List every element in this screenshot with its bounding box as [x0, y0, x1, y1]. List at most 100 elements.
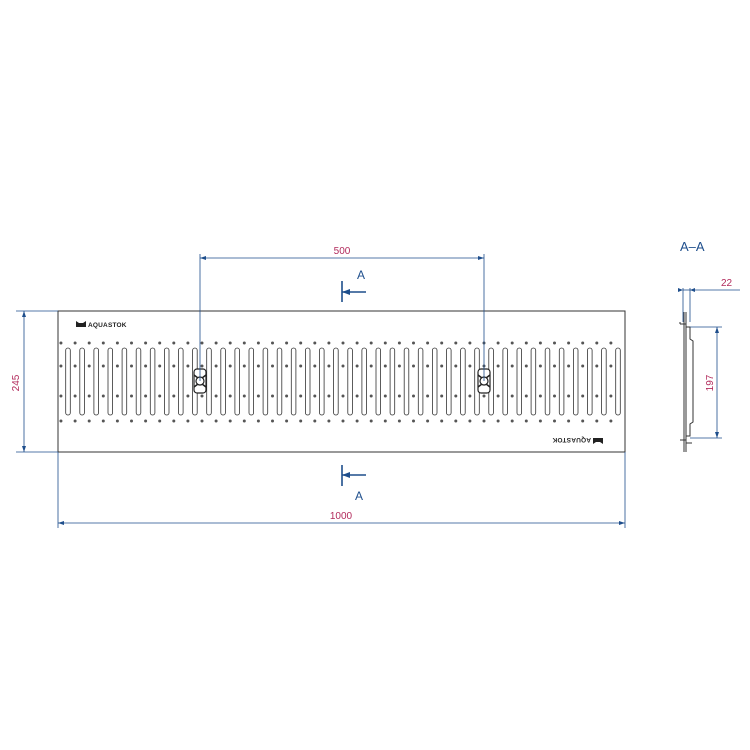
grate-hole — [581, 341, 585, 345]
grate-hole — [186, 341, 190, 345]
grate-slot — [417, 347, 424, 416]
grate-hole — [242, 364, 246, 368]
grate-hole — [553, 394, 556, 398]
grate-hole — [214, 419, 218, 423]
logo-mark-icon — [76, 321, 86, 327]
grate-slot — [601, 347, 607, 416]
grate-hole — [87, 419, 91, 423]
grate-hole — [454, 394, 458, 398]
grate-hole — [271, 341, 274, 345]
grate-hole — [538, 419, 542, 423]
grate-slot — [65, 347, 71, 416]
grate-hole — [538, 341, 542, 345]
grate-hole — [200, 364, 204, 368]
grate-hole — [383, 394, 387, 398]
grate-hole — [496, 364, 500, 368]
grate-hole — [595, 364, 599, 368]
grate-hole — [468, 419, 472, 423]
grate-hole — [115, 419, 119, 423]
grate-hole — [313, 394, 317, 398]
logo-text-top: AQUASTOK — [88, 322, 127, 329]
grate-hole — [412, 394, 415, 398]
grate-slot — [403, 347, 410, 416]
grate-hole — [510, 394, 514, 398]
grate-hole — [158, 394, 162, 398]
section-marker-top-label: A — [357, 268, 365, 282]
grate-hole — [242, 341, 246, 345]
grate-hole — [228, 364, 232, 368]
dimension-flange — [678, 288, 740, 322]
grate-slot — [220, 347, 226, 416]
grate-hole — [214, 394, 218, 398]
grate-hole — [496, 419, 500, 423]
grate-slot — [107, 347, 113, 416]
grate-hole — [242, 419, 246, 423]
grate-hole — [101, 394, 105, 398]
grate-slot — [304, 347, 311, 416]
grate-hole — [327, 364, 331, 368]
grate-hole — [426, 394, 430, 398]
grate-hole — [313, 419, 317, 423]
grate-hole — [228, 341, 232, 345]
grate-hole — [369, 364, 373, 368]
grate-slot — [121, 347, 128, 416]
grate-hole — [130, 364, 133, 368]
grate-hole — [538, 394, 542, 398]
grate-hole — [200, 419, 204, 423]
grate-hole — [355, 364, 359, 368]
grate-hole — [59, 394, 63, 398]
grate-hole — [228, 394, 232, 398]
section-marker-bottom — [341, 465, 366, 486]
grate-hole — [172, 419, 176, 423]
grate-slot — [333, 347, 339, 416]
grate-hole — [256, 419, 260, 423]
grate-slot — [558, 347, 565, 416]
grate-slot — [516, 347, 522, 416]
grate-hole — [299, 394, 303, 398]
grate-hole — [158, 341, 162, 345]
grate-hole — [285, 419, 289, 423]
grate-slot — [163, 347, 170, 416]
grate-slot — [135, 347, 142, 416]
grate-hole — [186, 419, 190, 423]
grate-hole — [186, 394, 190, 398]
grate-slot — [276, 347, 283, 416]
grate-slot — [446, 347, 452, 416]
section-profile — [679, 312, 694, 452]
grate-hole — [285, 394, 289, 398]
grate-hole — [144, 419, 148, 423]
grate-hole — [524, 394, 528, 398]
grate-hole — [158, 419, 162, 423]
grate-hole — [271, 394, 274, 398]
section-marker-bottom-label: A — [355, 489, 363, 503]
grate-slot — [502, 347, 508, 416]
grate-hole — [73, 364, 77, 368]
grate-hole — [144, 394, 148, 398]
grate-hole — [369, 419, 373, 423]
grate-hole — [341, 394, 345, 398]
grate-hole — [581, 364, 585, 368]
grate-hole — [144, 364, 148, 368]
grate-hole — [200, 341, 204, 345]
grate-hole — [397, 394, 401, 398]
grate-hole — [369, 394, 373, 398]
grate-hole — [101, 419, 105, 423]
grate-hole — [256, 394, 260, 398]
grate-hole — [130, 394, 133, 398]
logo-bottom-right: AQUASTOK — [552, 436, 603, 444]
dimension-label-22: 22 — [721, 278, 733, 289]
grate-hole — [609, 341, 613, 345]
grate-hole — [200, 394, 204, 398]
grate-hole — [299, 419, 303, 423]
grate-slot — [573, 347, 579, 416]
grate-hole — [595, 394, 599, 398]
grate-hole — [468, 364, 472, 368]
grate-hole — [115, 394, 119, 398]
grate-hole — [454, 364, 458, 368]
grate-hole — [115, 364, 119, 368]
grate-hole — [383, 364, 387, 368]
grate-hole — [214, 364, 218, 368]
grate-hole — [341, 364, 345, 368]
grate-slot — [375, 347, 381, 416]
grate-hole — [397, 419, 401, 423]
